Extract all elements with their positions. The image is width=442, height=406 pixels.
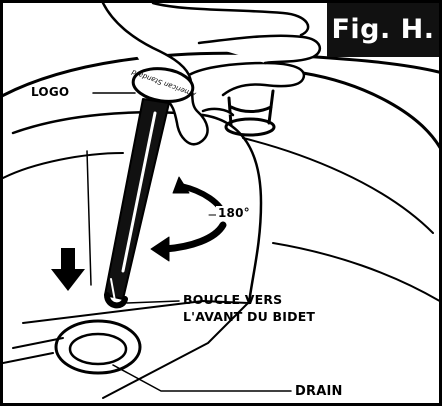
leader-drain bbox=[112, 364, 292, 392]
loop-callout-line2: L'AVANT DU BIDET bbox=[183, 309, 316, 324]
rotation-arrow bbox=[150, 176, 228, 262]
line-drawing: American Standard bbox=[3, 3, 439, 399]
down-arrow bbox=[51, 248, 85, 291]
bowl-inner-edge bbox=[11, 111, 263, 305]
basin-floor-left bbox=[12, 337, 64, 349]
leader-loop bbox=[126, 300, 180, 304]
logo-callout: LOGO bbox=[31, 85, 70, 99]
drain-outer bbox=[54, 319, 142, 375]
basin-floor bbox=[22, 300, 249, 399]
bowl-inner-edge-left bbox=[3, 152, 124, 179]
loop-callout-line1: BOUCLE VERS bbox=[183, 292, 283, 307]
bowl-rim-right bbox=[301, 71, 439, 150]
faucet bbox=[224, 89, 276, 137]
guide-line bbox=[86, 150, 92, 286]
drain-callout: DRAIN bbox=[295, 384, 343, 399]
bowl-basin bbox=[242, 137, 434, 234]
basin-floor-left-2 bbox=[3, 352, 54, 364]
figure-badge: Fig. H. bbox=[327, 3, 439, 57]
drain-inner bbox=[68, 332, 128, 366]
rotation-angle-callout: 180° bbox=[216, 206, 252, 220]
hand bbox=[101, 3, 322, 146]
bowl-basin-low bbox=[272, 242, 439, 302]
stopper-shaft bbox=[104, 98, 170, 309]
loop-direction-callout: BOUCLE VERS L'AVANT DU BIDET bbox=[183, 291, 315, 325]
